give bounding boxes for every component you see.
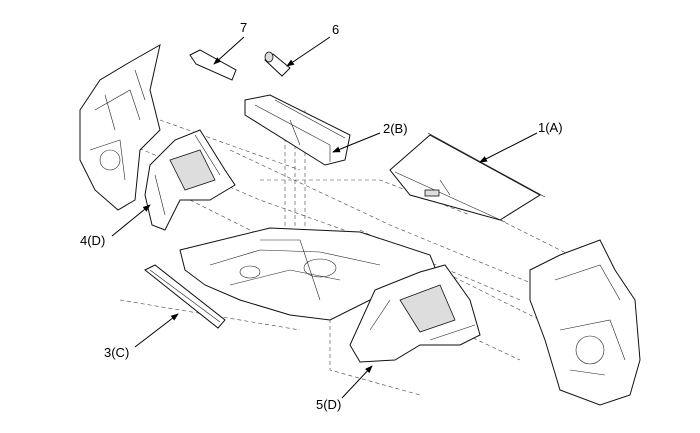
callout-3c: 3(C): [104, 345, 130, 360]
part-3c-sill-plate: [144, 264, 226, 329]
callout-4d: 4(D): [80, 233, 106, 248]
leader-5d: [341, 365, 373, 399]
callout-1a: 1(A): [538, 120, 563, 135]
left-quarter-panel: [79, 44, 161, 211]
part-5d-right-trim: [349, 264, 481, 363]
leader-1a: [479, 132, 538, 163]
leader-7: [213, 36, 245, 65]
leader-6: [286, 36, 331, 67]
part-1a-cargo-cover: [389, 132, 546, 223]
leader-3c: [134, 313, 179, 348]
part-4d-left-trim: [144, 129, 236, 231]
right-quarter-panel: [529, 239, 641, 406]
leader-4d: [111, 204, 151, 237]
callout-2b: 2(B): [383, 121, 408, 136]
leader-lines: [111, 36, 538, 399]
part-2b-storage-tray: [244, 94, 351, 166]
part-6: [264, 51, 291, 77]
callout-6: 6: [332, 22, 340, 37]
part-7: [189, 49, 237, 81]
callout-7: 7: [240, 20, 248, 35]
callout-5d: 5(D): [316, 397, 342, 412]
leader-2b: [332, 132, 381, 153]
